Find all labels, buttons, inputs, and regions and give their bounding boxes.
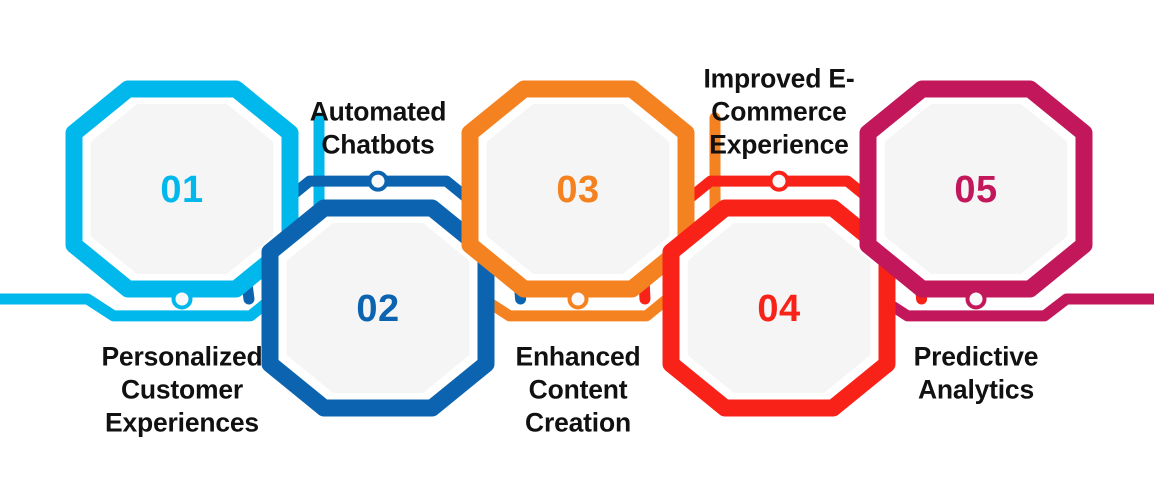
node-dot <box>171 288 193 310</box>
hexagon-inner-fill <box>286 223 470 393</box>
step-number-02: 02 <box>356 288 399 330</box>
timeline-node-03 <box>567 288 589 310</box>
node-dot <box>567 288 589 310</box>
node-dot <box>367 170 389 192</box>
timeline-node-01 <box>171 288 193 310</box>
step-hexagon-05[interactable]: 05 <box>859 80 1093 298</box>
step-number-03: 03 <box>556 169 599 211</box>
step-number-01: 01 <box>160 169 203 211</box>
hexagon-inner-fill <box>687 223 871 393</box>
node-dot <box>768 170 790 192</box>
step-hexagon-01[interactable]: 01 <box>65 80 299 298</box>
step-hexagon-02[interactable]: 02 <box>261 199 495 417</box>
step-hexagon-04[interactable]: 04 <box>662 199 896 417</box>
step-hexagon-03[interactable]: 03 <box>461 80 695 298</box>
node-layer <box>171 170 987 310</box>
hexagon-inner-fill <box>486 104 670 274</box>
node-dot <box>965 288 987 310</box>
step-number-05: 05 <box>954 169 997 211</box>
hexagon-inner-fill <box>884 104 1068 274</box>
timeline-node-05 <box>965 288 987 310</box>
timeline-node-04 <box>768 170 790 192</box>
timeline-node-02 <box>367 170 389 192</box>
hexagon-layer: 01 02 03 04 05 <box>65 80 1093 417</box>
hexagon-inner-fill <box>90 104 274 274</box>
step-number-04: 04 <box>757 288 800 330</box>
